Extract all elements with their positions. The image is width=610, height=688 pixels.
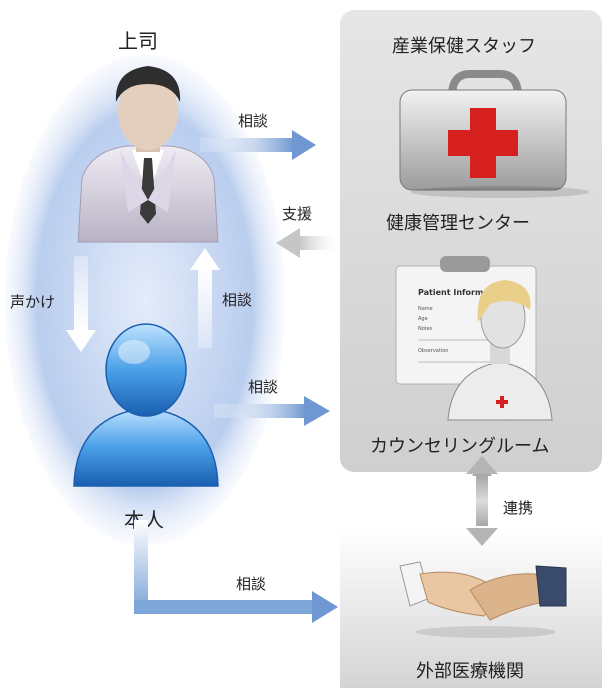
clipboard-heading: Patient Information [418, 288, 507, 297]
counseling-room-label: カウンセリングルーム [370, 436, 549, 457]
staff-panel-title: 産業保健スタッフ [392, 36, 536, 57]
cooperation-arrow [466, 456, 498, 546]
support-arrow [276, 228, 338, 258]
first-aid-kit-icon [399, 70, 590, 198]
external-consult-label: 相談 [236, 575, 266, 593]
consult-up-label: 相談 [222, 291, 252, 309]
person-consult-label: 相談 [248, 378, 278, 396]
clipboard-field-age: Age [418, 316, 428, 322]
boss-label: 上司 [118, 29, 158, 53]
external-panel-title: 外部医療機関 [416, 661, 524, 682]
handshake-icon [399, 561, 567, 638]
person-icon [73, 323, 219, 487]
support-label: 支援 [282, 205, 312, 223]
boss-consult-arrow [200, 130, 316, 160]
counselor-icon [447, 280, 553, 421]
voice-down-arrow [66, 256, 96, 352]
clipboard-observation: Observation [418, 348, 448, 354]
external-consult-arrow [134, 520, 338, 623]
clipboard-field-notes: Notes [418, 326, 433, 332]
person-consult-arrow [214, 396, 330, 426]
consult-up-arrow [190, 248, 220, 348]
voice-label: 声かけ [10, 293, 55, 311]
health-center-label: 健康管理センター [386, 213, 530, 234]
clipboard-field-name: Name [418, 306, 433, 312]
boss-consult-label: 相談 [238, 112, 268, 130]
boss-icon [77, 66, 219, 243]
cooperation-label: 連携 [503, 499, 533, 517]
worker-group-oval [5, 55, 285, 545]
